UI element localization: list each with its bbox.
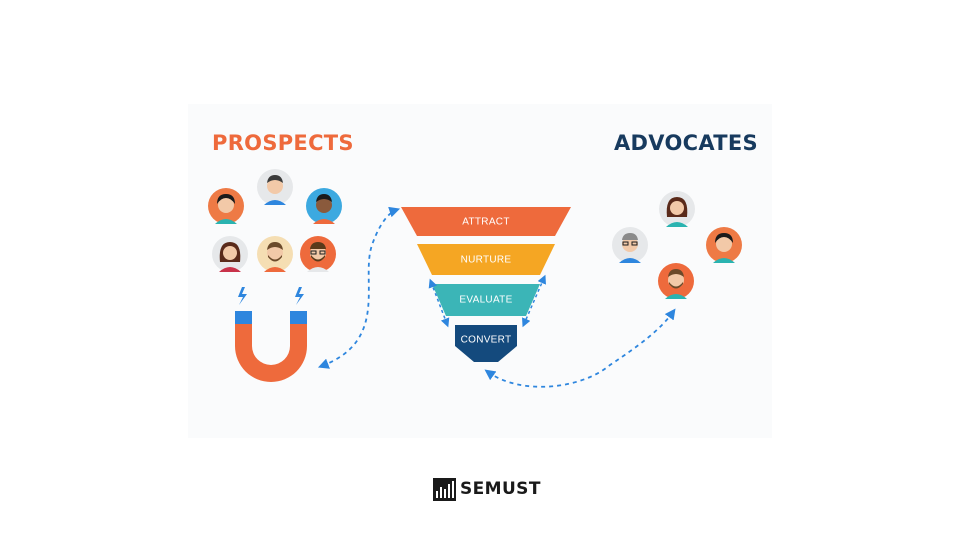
- stage-label-evaluate: EVALUATE: [459, 295, 512, 306]
- advocates-title: ADVOCATES: [614, 131, 758, 155]
- arrow-magnet-to-funnel: [317, 206, 401, 369]
- magnet-icon: [235, 311, 307, 382]
- logo-text: SEMUST: [460, 479, 541, 499]
- person-avatar-icon: [257, 169, 293, 205]
- person-avatar-icon: [300, 236, 336, 272]
- prospects-title: PROSPECTS: [212, 131, 354, 155]
- person-avatar-icon: [208, 188, 244, 224]
- arrow-convert-to-advocates: [484, 308, 676, 388]
- person-avatar-icon: [306, 188, 342, 224]
- funnel-stage-evaluate: EVALUATE: [432, 284, 540, 316]
- person-avatar-icon: [658, 263, 694, 299]
- person-avatar-icon: [612, 227, 648, 263]
- funnel-stage-attract: ATTRACT: [401, 207, 571, 236]
- person-avatar-icon: [659, 191, 695, 227]
- stage-label-convert: CONVERT: [461, 335, 512, 346]
- arrow-funnel-left-side: [428, 278, 450, 328]
- person-avatar-icon: [212, 236, 248, 272]
- arrow-funnel-right-side: [522, 274, 546, 328]
- semust-logo: SEMUST: [433, 477, 541, 501]
- funnel-stage-convert: CONVERT: [455, 325, 517, 362]
- stage-label-attract: ATTRACT: [462, 217, 509, 228]
- semust-logo-icon: [433, 477, 456, 501]
- person-avatar-icon: [706, 227, 742, 263]
- funnel-stage-nurture: NURTURE: [417, 244, 555, 275]
- person-avatar-icon: [257, 236, 293, 272]
- stage-label-nurture: NURTURE: [461, 255, 512, 266]
- lightning-icon: [238, 287, 304, 305]
